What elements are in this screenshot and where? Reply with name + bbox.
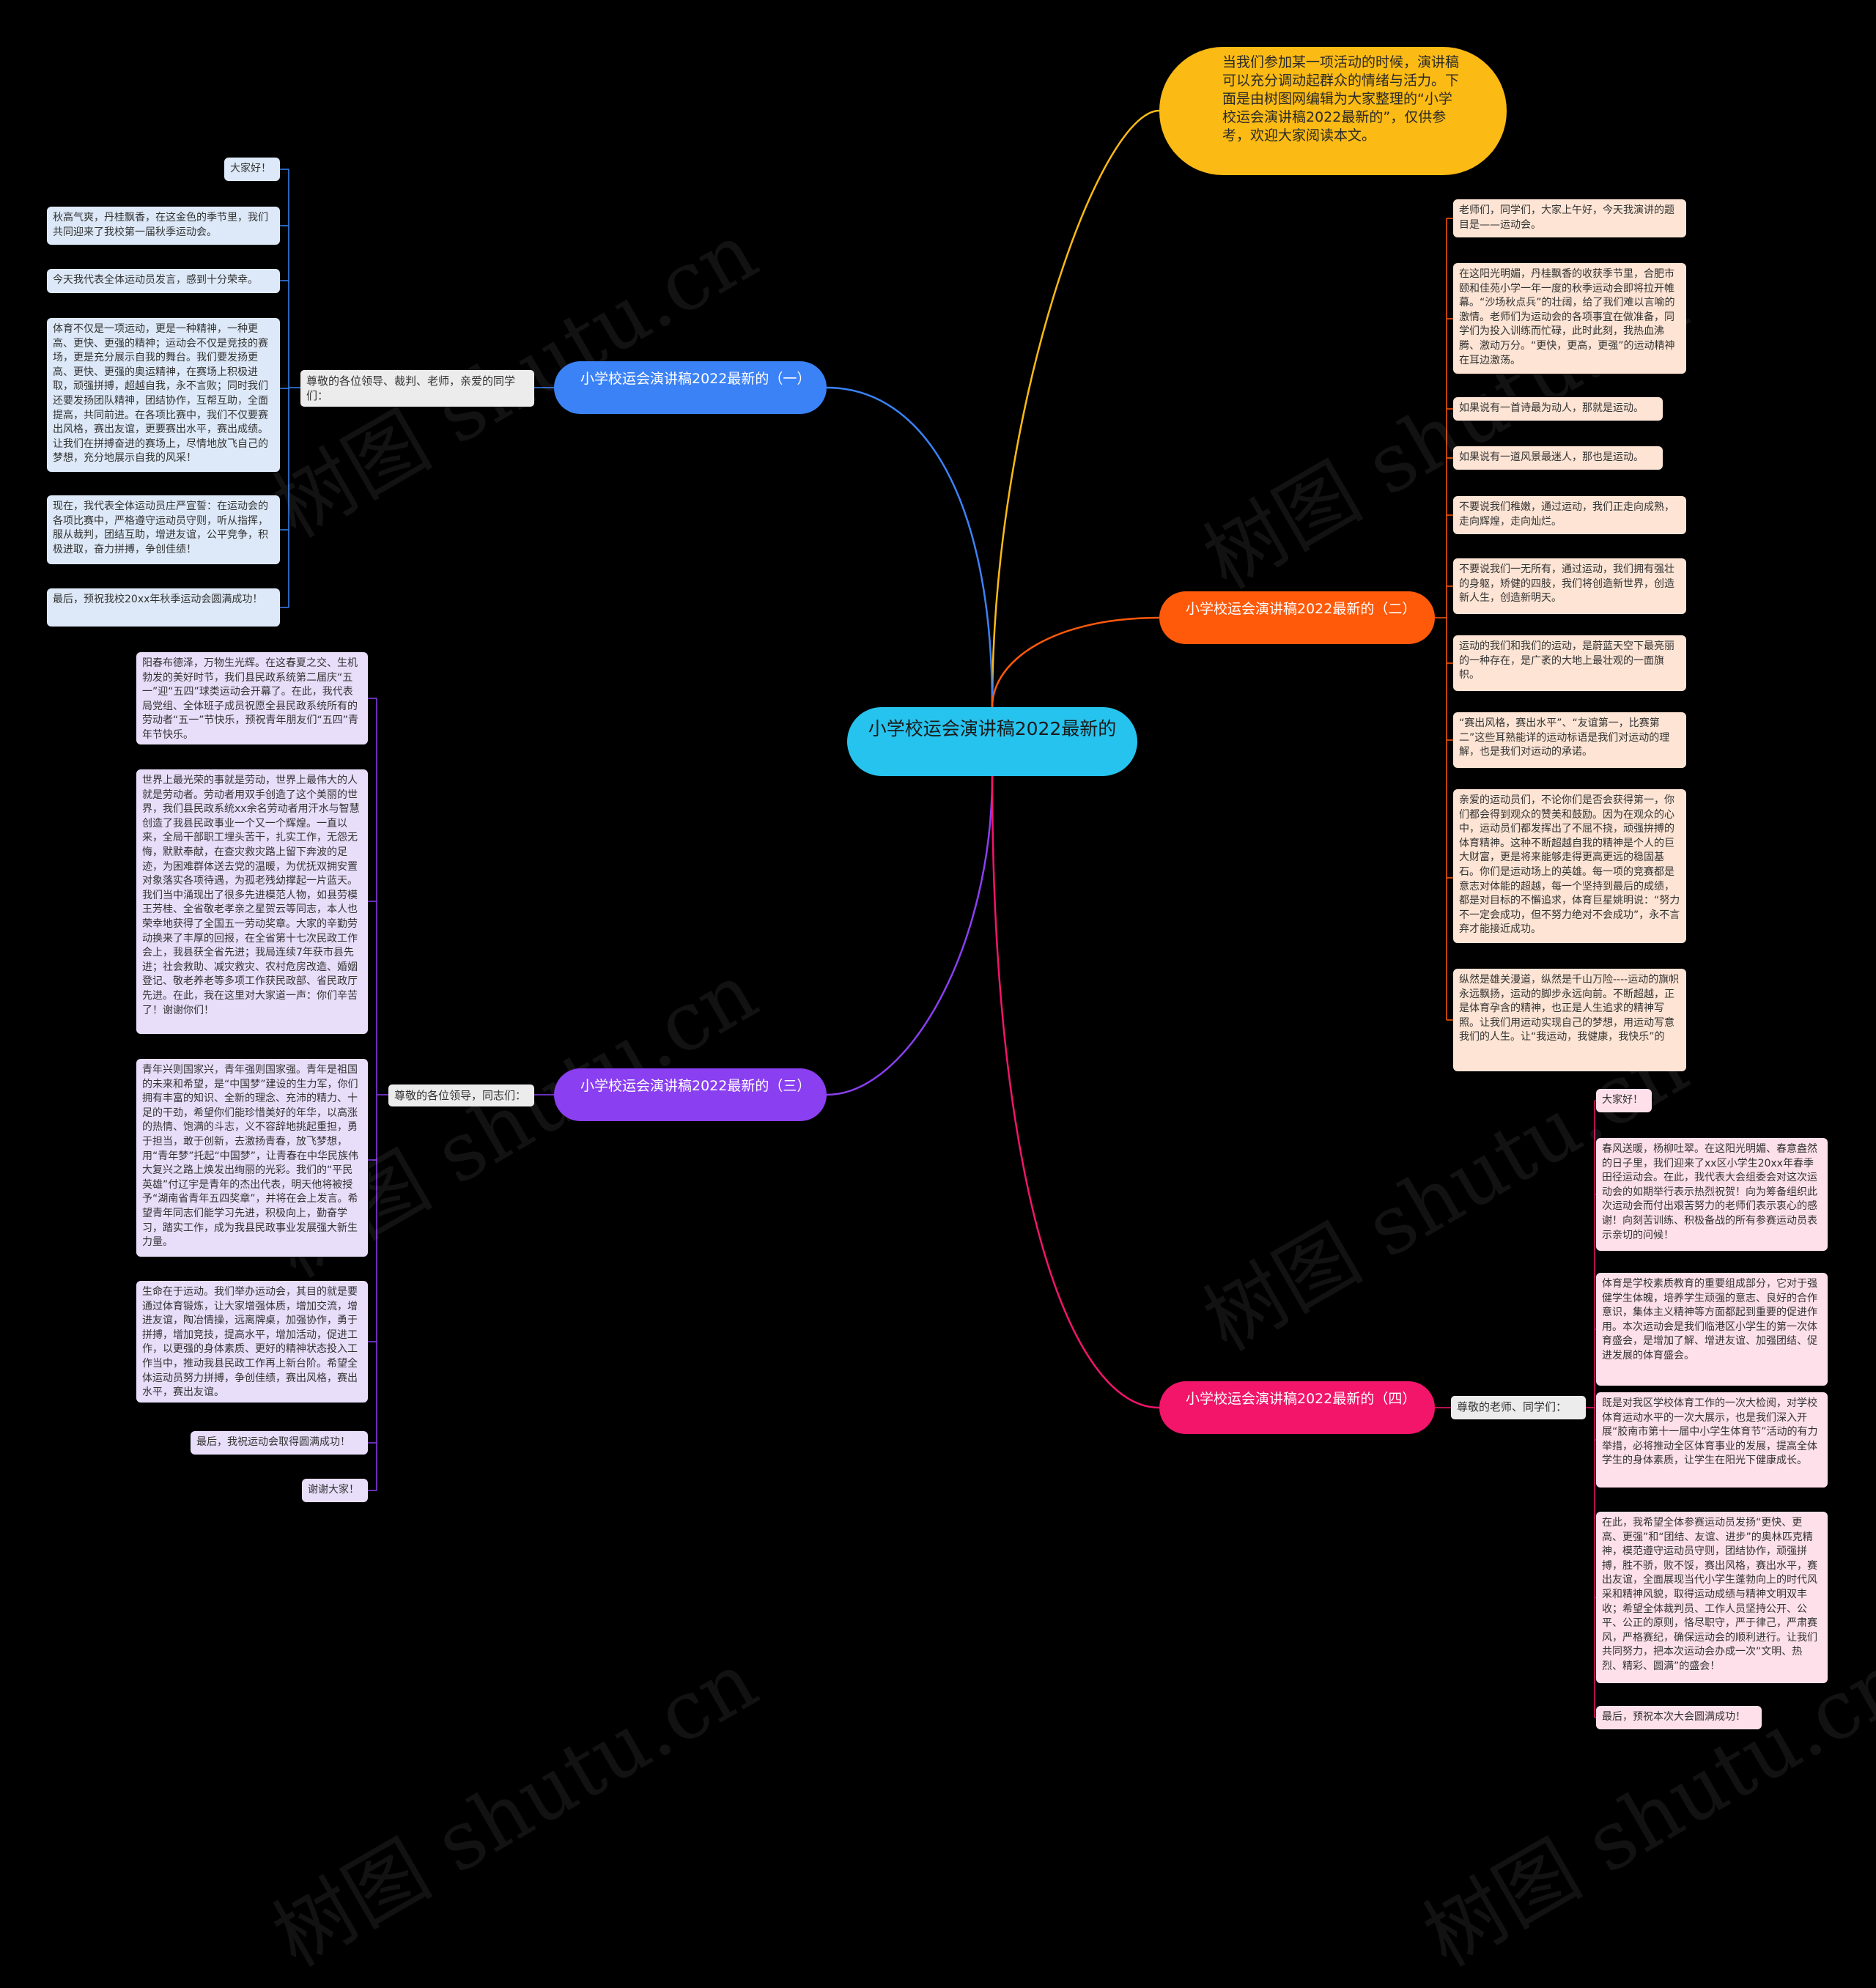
branch-4-leaf-5[interactable]: 在此，我希望全体参赛运动员发扬“更快、更高、更强”和“团结、友谊、进步”的奥林匹…	[1596, 1512, 1828, 1683]
branch-2-topic[interactable]: 小学校运会演讲稿2022最新的（二）	[1159, 591, 1435, 644]
branch-4-leaf-2[interactable]: 春风送暖，杨柳吐翠。在这阳光明媚、春意盎然的日子里，我们迎来了xx区小学生20x…	[1596, 1138, 1828, 1251]
branch-3-leaf-2[interactable]: 世界上最光荣的事就是劳动，世界上最伟大的人就是劳动者。劳动者用双手创造了这个美丽…	[136, 769, 368, 1034]
branch-1-leaf-1[interactable]: 大家好！	[224, 158, 280, 181]
link-root-branch1	[826, 386, 994, 708]
intro-summary[interactable]: 当我们参加某一项活动的时候，演讲稿可以充分调动起群众的情绪与活力。下面是由树图网…	[1159, 47, 1507, 175]
branch-1-leaf-5[interactable]: 现在，我代表全体运动员庄严宣誓：在运动会的各项比赛中，严格遵守运动员守则，听从指…	[47, 495, 280, 564]
branch-2-leaf-2[interactable]: 在这阳光明媚，丹桂飘香的收获季节里，合肥市颐和佳苑小学一年一度的秋季运动会即将拉…	[1453, 263, 1686, 374]
branch-3-leaf-1[interactable]: 阳春布德泽，万物生光辉。在这春夏之交、生机勃发的美好时节，我们县民政系统第二届庆…	[136, 652, 368, 744]
branch-1-leaf-3[interactable]: 今天我代表全体运动员发言，感到十分荣幸。	[47, 269, 280, 293]
branch-2-leaf-1[interactable]: 老师们，同学们，大家上午好，今天我演讲的题目是——运动会。	[1453, 199, 1686, 237]
root-topic[interactable]: 小学校运会演讲稿2022最新的	[847, 707, 1137, 776]
branch-2-leaf-5[interactable]: 不要说我们稚嫩，通过运动，我们正走向成熟，走向辉煌，走向灿烂。	[1453, 496, 1686, 534]
link-root-branch3	[826, 775, 994, 1096]
branch-4-leaf-6[interactable]: 最后，预祝本次大会圆满成功！	[1596, 1706, 1762, 1729]
branch-2-leaf-10[interactable]: 纵然是雄关漫道，纵然是千山万险----运动的旗帜永远飘扬，运动的脚步永远向前。不…	[1453, 969, 1686, 1071]
branch-3-leaf-5[interactable]: 最后，我祝运动会取得圆满成功！	[191, 1431, 368, 1455]
branch-1-greeting[interactable]: 尊敬的各位领导、裁判、老师，亲爱的同学们：	[300, 370, 534, 407]
branch-4-leaf-3[interactable]: 体育是学校素质教育的重要组成部分，它对于强健学生体魄，培养学生顽强的意志、良好的…	[1596, 1273, 1828, 1386]
branch-1-topic[interactable]: 小学校运会演讲稿2022最新的（一）	[554, 361, 827, 414]
branch-3-leaf-4[interactable]: 生命在于运动。我们举办运动会，其目的就是要通过体育锻炼，让大家增强体质，增加交流…	[136, 1281, 368, 1403]
branch-2-leaf-9[interactable]: 亲爱的运动员们，不论你们是否会获得第一，你们都会得到观众的赞美和鼓励。因为在观众…	[1453, 789, 1686, 943]
branch-4-leaf-1[interactable]: 大家好！	[1596, 1089, 1652, 1112]
branch-1-leaf-2[interactable]: 秋高气爽，丹桂飘香，在这金色的季节里，我们共同迎来了我校第一届秋季运动会。	[47, 207, 280, 245]
link-root-branch4	[991, 775, 1160, 1409]
branch-2-leaf-3[interactable]: 如果说有一首诗最为动人，那就是运动。	[1453, 397, 1663, 421]
branch-4-topic[interactable]: 小学校运会演讲稿2022最新的（四）	[1159, 1381, 1435, 1434]
branch-3-leaf-3[interactable]: 青年兴则国家兴，青年强则国家强。青年是祖国的未来和希望，是“中国梦”建设的生力军…	[136, 1059, 368, 1257]
branch-3-topic[interactable]: 小学校运会演讲稿2022最新的（三）	[554, 1068, 827, 1121]
link-root-intro	[991, 109, 1160, 708]
branch-2-leaf-8[interactable]: “赛出风格，赛出水平”、“友谊第一，比赛第二”这些耳熟能详的运动标语是我们对运动…	[1453, 712, 1686, 768]
branch-2-leaf-7[interactable]: 运动的我们和我们的运动，是蔚蓝天空下最亮丽的一种存在，是广袤的大地上最壮观的一面…	[1453, 635, 1686, 691]
branch-1-leaf-6[interactable]: 最后，预祝我校20xx年秋季运动会圆满成功！	[47, 588, 280, 627]
branch-4-leaf-4[interactable]: 既是对我区学校体育工作的一次大检阅，对学校体育运动水平的一次大展示，也是我们深入…	[1596, 1392, 1828, 1488]
branch-2-leaf-4[interactable]: 如果说有一道风景最迷人，那也是运动。	[1453, 446, 1663, 470]
branch-3-leaf-6[interactable]: 谢谢大家！	[302, 1479, 368, 1502]
branch-3-greeting[interactable]: 尊敬的各位领导，同志们：	[388, 1084, 534, 1106]
branch-4-greeting[interactable]: 尊敬的老师、同学们：	[1451, 1396, 1586, 1419]
link-root-branch2	[991, 616, 1160, 708]
connector-lines	[280, 109, 1596, 1718]
branch-2-leaf-6[interactable]: 不要说我们一无所有，通过运动，我们拥有强壮的身躯，矫健的四肢，我们将创造新世界，…	[1453, 558, 1686, 614]
branch-1-leaf-4[interactable]: 体育不仅是一项运动，更是一种精神，一种更高、更快、更强的精神；运动会不仅是竞技的…	[47, 318, 280, 472]
